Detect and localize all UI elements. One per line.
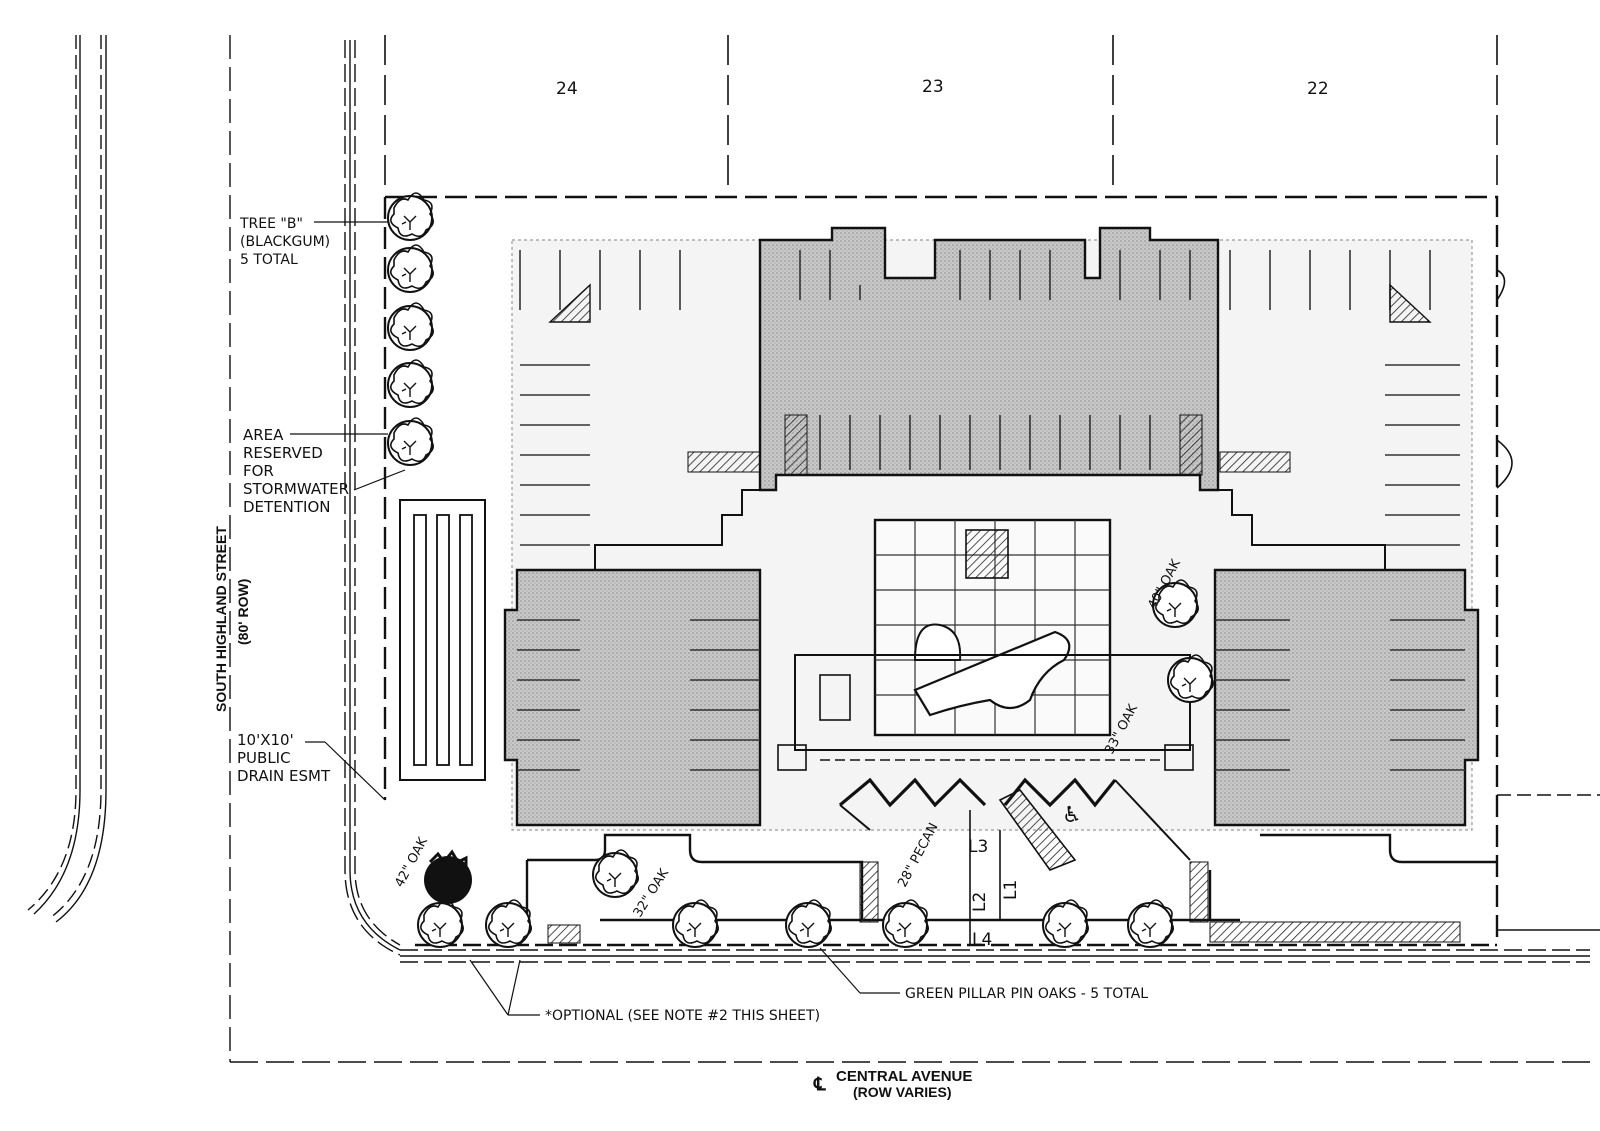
street-south-name: CENTRAL AVENUE xyxy=(836,1068,972,1085)
optional-note: *OPTIONAL (SEE NOTE #2 THIS SHEET) xyxy=(545,1008,820,1024)
line-label-l4: L4 xyxy=(972,930,992,950)
lot-24-label: 24 xyxy=(556,79,578,99)
svg-text:RESERVED: RESERVED xyxy=(243,444,323,462)
svg-text:(BLACKGUM): (BLACKGUM) xyxy=(240,234,330,250)
pecan-28-label: 28" PECAN xyxy=(895,821,941,890)
accessible-symbol: ♿ xyxy=(1062,803,1082,828)
courtyard-bench-curve xyxy=(913,630,1071,717)
line-label-l3: L3 xyxy=(968,837,988,857)
svg-text:PUBLIC: PUBLIC xyxy=(237,749,291,767)
svg-text:DRAIN ESMT: DRAIN ESMT xyxy=(237,767,331,785)
walkway-outline-east xyxy=(1218,489,1386,570)
leader-lines xyxy=(290,221,900,1016)
blackgum-trees xyxy=(387,192,435,466)
lot-22-label: 22 xyxy=(1307,79,1329,99)
hatched-island xyxy=(1389,283,1432,323)
building-west-stalls xyxy=(517,619,760,771)
existing-oak-42 xyxy=(424,849,472,904)
street-south-row: (ROW VARIES) xyxy=(853,1084,952,1100)
line-label-l1: L1 xyxy=(1001,880,1021,900)
building-east xyxy=(1213,568,1480,827)
hatched-island xyxy=(548,283,591,323)
courtyard-grate xyxy=(965,529,1009,579)
street-west-name: SOUTH HIGHLAND STREET xyxy=(213,526,229,712)
l-line-marks xyxy=(969,810,1030,945)
property-boundary xyxy=(383,195,1499,945)
tree-b-callout: TREE "B" (BLACKGUM) 5 TOTAL xyxy=(239,216,330,268)
street-west-row: (80' ROW) xyxy=(235,579,251,645)
central-avenue-edges xyxy=(230,949,1590,1063)
svg-text:5 TOTAL: 5 TOTAL xyxy=(240,252,298,268)
svg-text:DETENTION: DETENTION xyxy=(243,498,331,516)
west-parking-stalls xyxy=(519,250,681,546)
svg-text:TREE "B": TREE "B" xyxy=(239,216,303,232)
line-label-l2: L2 xyxy=(970,892,990,912)
svg-text:FOR: FOR xyxy=(243,462,274,480)
svg-text:10'X10': 10'X10' xyxy=(237,731,294,749)
svg-text:AREA: AREA xyxy=(243,426,284,444)
south-drive-outline xyxy=(527,833,1498,920)
pin-oaks-callout: GREEN PILLAR PIN OAKS - 5 TOTAL xyxy=(905,986,1148,1002)
stormwater-callout: AREA RESERVED FOR STORMWATER DETENTION xyxy=(243,426,349,516)
lot-lines xyxy=(384,35,1498,195)
accessible-aisle xyxy=(998,788,1077,871)
walkway-outline-west xyxy=(594,489,760,570)
building-east-stalls xyxy=(1215,619,1465,771)
building-west xyxy=(503,568,762,827)
building-north-stalls xyxy=(799,250,1191,470)
east-parking-stalls xyxy=(1229,250,1460,546)
centerline-mark: ℄ xyxy=(813,1074,826,1094)
entry-chevrons-west xyxy=(838,777,987,808)
entry-chevrons-east xyxy=(1003,777,1117,808)
svg-text:STORMWATER: STORMWATER xyxy=(243,480,349,498)
south-highland-street-edges xyxy=(27,35,401,1062)
building-north xyxy=(758,226,1220,492)
drain-easement-callout: 10'X10' PUBLIC DRAIN ESMT xyxy=(237,731,331,785)
lot-23-label: 23 xyxy=(922,77,944,97)
